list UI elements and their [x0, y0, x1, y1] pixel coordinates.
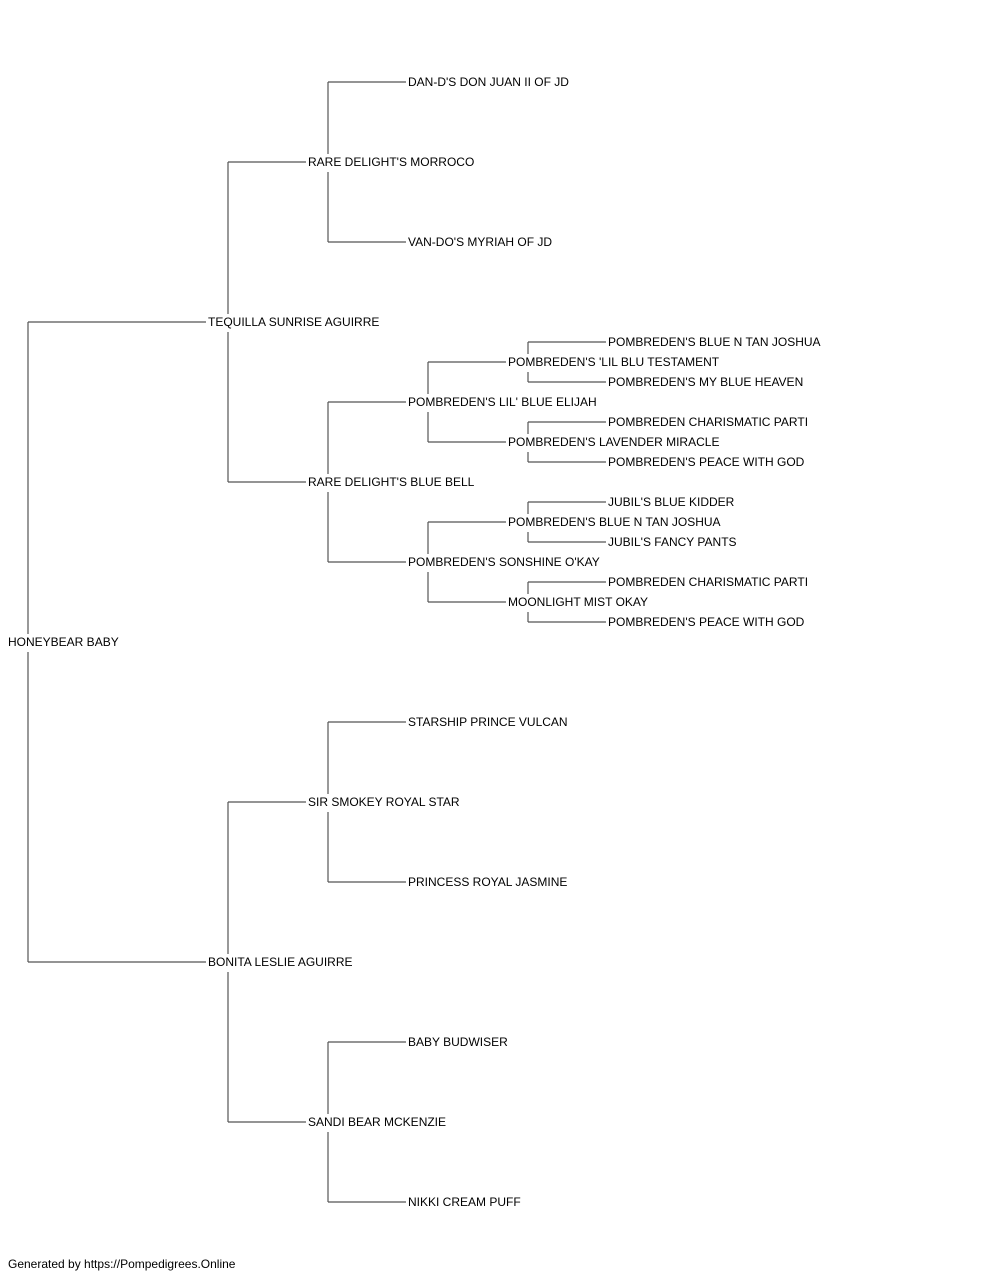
subject-name: HONEYBEAR BABY [8, 635, 119, 649]
ancestor-dam-gen2: SANDI BEAR MCKENZIE [308, 1115, 446, 1129]
ancestor-dam-gen4: POMBREDEN'S LAVENDER MIRACLE [508, 435, 719, 449]
ancestor-sire-gen5: POMBREDEN CHARISMATIC PARTI [608, 575, 808, 589]
ancestor-sire-gen3: POMBREDEN'S LIL' BLUE ELIJAH [408, 395, 597, 409]
ancestor-sire-gen5: POMBREDEN'S BLUE N TAN JOSHUA [608, 335, 821, 349]
ancestor-sire-gen1: TEQUILLA SUNRISE AGUIRRE [208, 315, 379, 329]
connector-lines [27, 81, 606, 1203]
ancestor-sire-gen2: SIR SMOKEY ROYAL STAR [308, 795, 460, 809]
ancestor-dam-gen5: POMBREDEN'S MY BLUE HEAVEN [608, 375, 803, 389]
ancestor-dam-gen1: BONITA LESLIE AGUIRRE [208, 955, 353, 969]
ancestor-dam-gen3: POMBREDEN'S SONSHINE O'KAY [408, 555, 600, 569]
ancestor-sire-gen3: DAN-D'S DON JUAN II OF JD [408, 75, 569, 89]
ancestor-sire-gen4: POMBREDEN'S BLUE N TAN JOSHUA [508, 515, 721, 529]
ancestor-dam-gen4: MOONLIGHT MIST OKAY [508, 595, 648, 609]
ancestor-dam-gen3: VAN-DO'S MYRIAH OF JD [408, 235, 552, 249]
footer-credit: Generated by https://Pompedigrees.Online [8, 1257, 236, 1271]
ancestor-sire-gen5: JUBIL'S BLUE KIDDER [608, 495, 735, 509]
ancestor-dam-gen5: POMBREDEN'S PEACE WITH GOD [608, 455, 805, 469]
ancestor-sire-gen4: POMBREDEN'S 'LIL BLU TESTAMENT [508, 355, 720, 369]
ancestor-dam-gen5: JUBIL'S FANCY PANTS [608, 535, 737, 549]
ancestor-dam-gen3: PRINCESS ROYAL JASMINE [408, 875, 567, 889]
ancestor-dam-gen5: POMBREDEN'S PEACE WITH GOD [608, 615, 805, 629]
ancestor-dam-gen3: NIKKI CREAM PUFF [408, 1195, 521, 1209]
ancestor-sire-gen5: POMBREDEN CHARISMATIC PARTI [608, 415, 808, 429]
ancestor-dam-gen2: RARE DELIGHT'S BLUE BELL [308, 475, 475, 489]
ancestor-labels: HONEYBEAR BABY TEQUILLA SUNRISE AGUIRRE RA… [8, 75, 821, 1209]
ancestor-sire-gen3: STARSHIP PRINCE VULCAN [408, 715, 568, 729]
ancestor-sire-gen2: RARE DELIGHT'S MORROCO [308, 155, 474, 169]
ancestor-sire-gen3: BABY BUDWISER [408, 1035, 508, 1049]
